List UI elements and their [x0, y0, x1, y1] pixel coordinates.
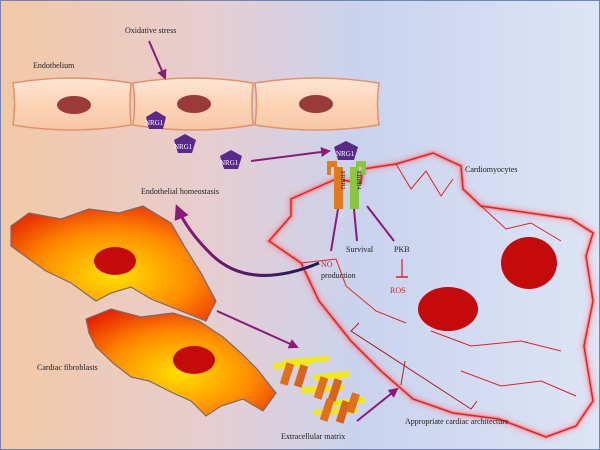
- endothelial-homeostasis-arrow: [174, 204, 320, 277]
- nrg1-label: NRG1: [336, 150, 355, 158]
- cardiac-fibroblasts: [10, 205, 277, 417]
- fibroblast-nucleus: [94, 247, 136, 275]
- oxidative-stress-arrow: [148, 40, 167, 80]
- extracellular-matrix-label: Extracellular matrix: [281, 432, 346, 441]
- no-label: NO: [321, 260, 333, 269]
- cardiomyocyte-nucleus: [418, 287, 478, 331]
- nrg1-molecule: [334, 141, 358, 160]
- nrg1-label: NRG1: [145, 119, 164, 127]
- pkb-line: [366, 205, 395, 242]
- cardiomyocyte-nucleus: [501, 237, 557, 289]
- endothelial-homeostasis-label: Endothelial homeostasis: [141, 187, 219, 196]
- erbb4-receptor: [350, 167, 359, 209]
- oxidative-stress-label: Oxidative stress: [125, 26, 177, 35]
- nrg1-ligands: NRG1 NRG1 NRG1 NRG1: [145, 111, 358, 169]
- cardiac-fibroblasts-label: Cardiac fibroblasts: [37, 363, 98, 372]
- survival-line: [353, 208, 358, 242]
- fibroblast-nucleus: [173, 346, 215, 374]
- nrg1-binding-arrow: [250, 147, 331, 162]
- endothelial-nucleus: [177, 95, 211, 113]
- production-label: production: [321, 271, 356, 280]
- ecm-architecture-arrow: [356, 387, 399, 422]
- endothelium-cells: [12, 77, 380, 131]
- nrg1-label: NRG1: [220, 159, 239, 167]
- endothelium-label: Endothelium: [33, 61, 75, 70]
- extracellular-matrix: [272, 356, 366, 424]
- nrg1-molecule: [174, 134, 196, 153]
- nrg1-label: NRG1: [174, 143, 193, 151]
- endothelial-nucleus: [299, 95, 333, 113]
- no-production-line: [330, 208, 339, 252]
- appropriate-cardiac-architecture-label: Appropriate cardiac architecture: [405, 417, 509, 426]
- fibroblast-ecm-arrow: [216, 310, 299, 349]
- ros-label: ROS: [390, 286, 406, 295]
- erbb-receptors: [327, 161, 366, 209]
- survival-label: Survival: [346, 245, 374, 254]
- pkb-label: PKB: [394, 245, 410, 254]
- nrg1-molecule: [220, 150, 242, 169]
- cardiomyocyte: [266, 150, 596, 440]
- erbb4-label: ERBB4: [355, 171, 361, 190]
- nrg1-molecule: [146, 111, 166, 129]
- cardiomyocytes-label: Cardiomyocytes: [465, 165, 518, 174]
- erbb2-label: ERBB2: [339, 171, 345, 190]
- erbb2-receptor: [334, 167, 343, 209]
- endothelial-nucleus: [57, 96, 91, 114]
- cardiac-architecture-bracket: [350, 322, 478, 410]
